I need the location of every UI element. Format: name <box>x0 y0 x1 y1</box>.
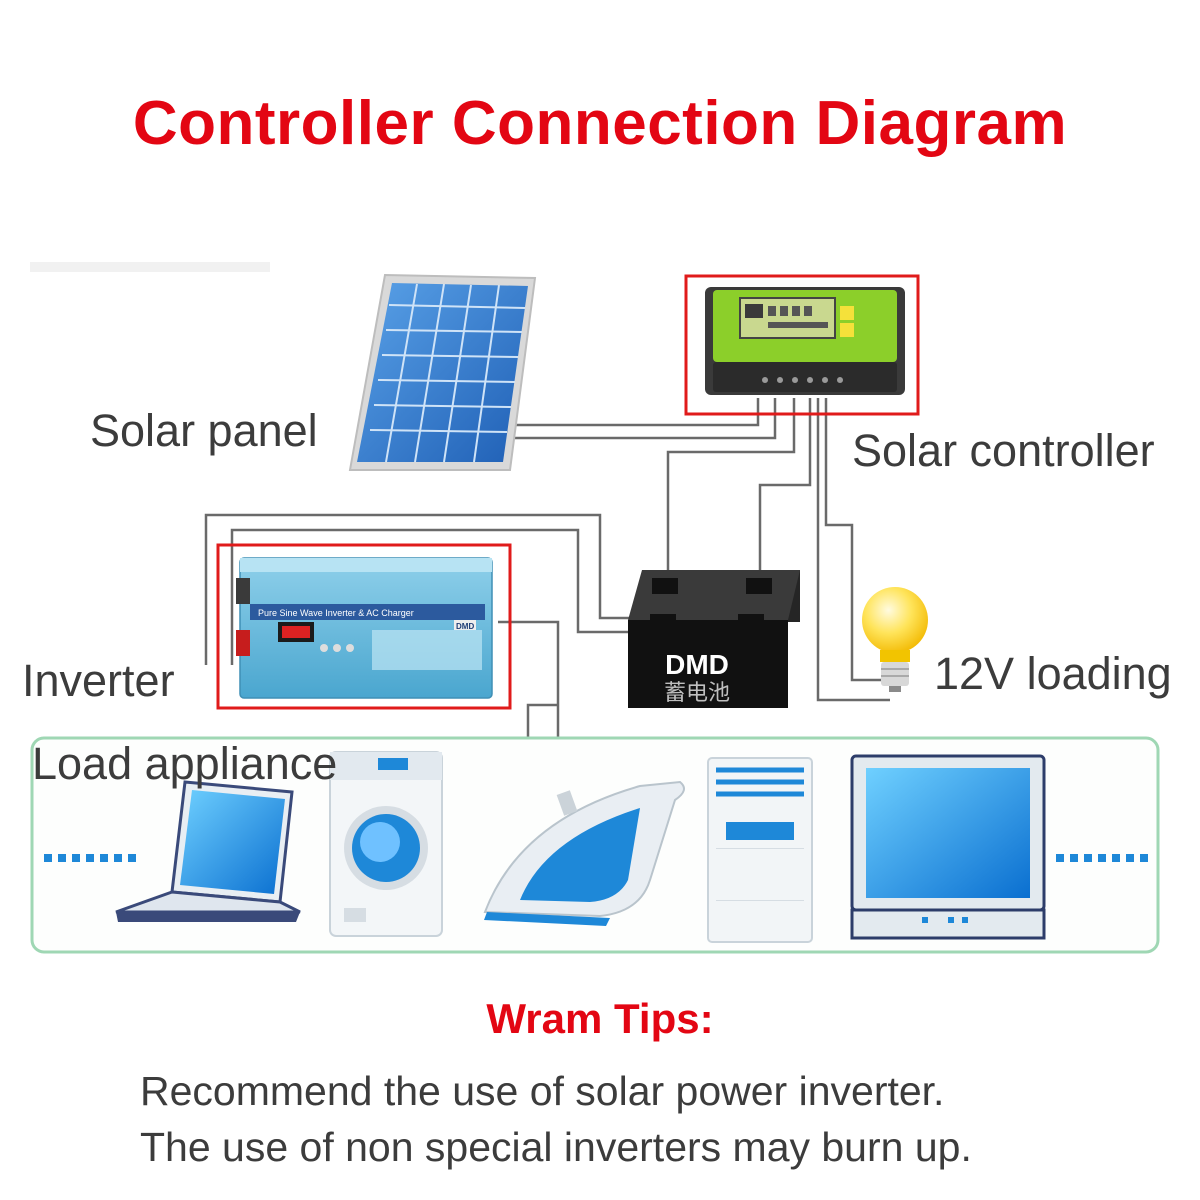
tips-line-2: The use of non special inverters may bur… <box>140 1124 972 1170</box>
controller-highlight-box <box>684 274 920 416</box>
tips-heading: Wram Tips: <box>486 995 714 1042</box>
battery-icon <box>628 570 800 708</box>
iron-icon <box>483 780 685 926</box>
inverter-panel-text: Pure Sine Wave Inverter & AC Charger <box>258 608 414 618</box>
battery-label-chinese: 蓄电池 <box>664 681 730 706</box>
label-12v-loading: 12V loading <box>934 648 1172 699</box>
label-solar-controller: Solar controller <box>852 425 1155 476</box>
label-inverter: Inverter <box>22 655 175 706</box>
air-conditioner-icon <box>707 757 813 943</box>
label-solar-panel: Solar panel <box>90 405 318 456</box>
wires <box>204 398 890 738</box>
solar-panel-icon <box>348 273 537 471</box>
label-load-appliance: Load appliance <box>32 738 338 789</box>
washing-machine-icon <box>329 751 443 937</box>
solar-controller-icon <box>705 287 905 395</box>
dots-left <box>44 854 136 862</box>
page-title: Controller Connection Diagram <box>132 89 1068 158</box>
inverter-highlight-box <box>216 543 512 710</box>
tips-line-1: Recommend the use of solar power inverte… <box>140 1068 945 1114</box>
inverter-icon <box>236 557 493 699</box>
light-bulb-icon <box>862 587 928 692</box>
dots-right <box>1056 854 1148 862</box>
tv-icon <box>850 754 1046 940</box>
inverter-logo: DMD <box>456 622 474 631</box>
battery-brand: DMD <box>665 649 729 680</box>
laptop-icon <box>115 780 301 922</box>
